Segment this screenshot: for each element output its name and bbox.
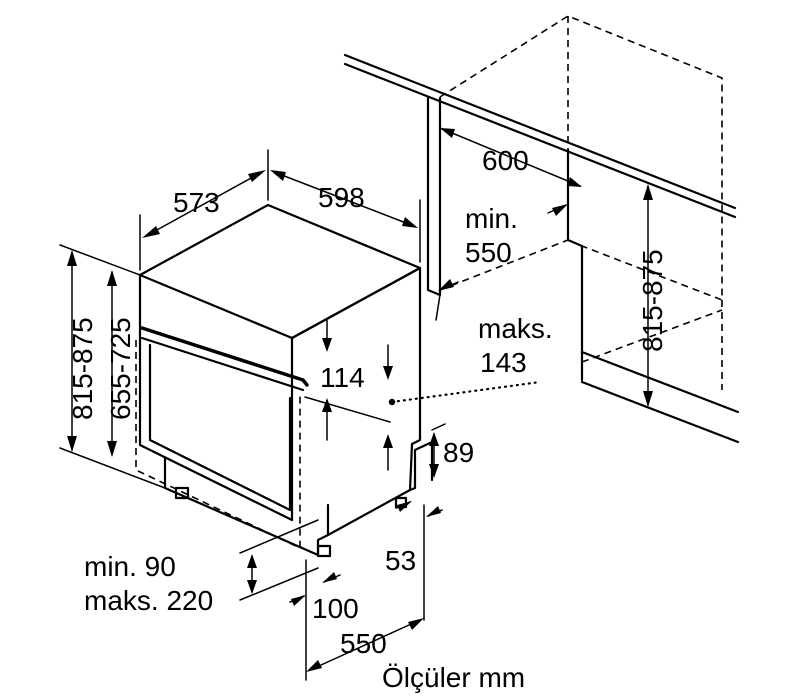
foot-front-right	[316, 544, 332, 558]
dim-600	[439, 127, 581, 187]
kitchen-niche	[343, 15, 740, 444]
arrow-53-left	[397, 501, 412, 512]
arrow-655-bottom	[107, 441, 117, 457]
arrow-89-bottom	[429, 464, 439, 478]
label-decor-max-value: 143	[480, 347, 527, 378]
dim-573	[145, 171, 263, 237]
arrow-100-left	[291, 595, 306, 606]
label-niche-depth-value: 550	[465, 237, 512, 268]
arrow-815-left-bottom	[67, 436, 77, 452]
ext-plinth-top	[239, 519, 319, 554]
niche-back-outline	[439, 15, 723, 302]
ext-815-left-top	[59, 244, 141, 276]
arrow-598-right	[402, 217, 418, 228]
label-height-total: 815-875	[67, 317, 98, 420]
label-plinth-depth: 100	[312, 593, 359, 624]
arrow-600-left	[440, 128, 455, 138]
niche-floor-bottom	[580, 380, 740, 444]
arrow-53-right	[426, 506, 441, 517]
dim-550-bottom	[309, 619, 421, 671]
dimension-lines	[59, 127, 653, 681]
dishwasher-side	[290, 266, 422, 446]
arrow-114-top	[322, 338, 332, 352]
plinth-front	[163, 456, 330, 557]
arrow-plinth-bottom	[247, 580, 257, 594]
label-niche-depth-min: min.	[465, 203, 518, 234]
label-panel-height: 114	[320, 362, 365, 393]
label-height-niche: 815-875	[637, 249, 668, 352]
label-height-body: 655-725	[105, 317, 136, 420]
dim-598	[273, 171, 415, 227]
arrow-100-right	[322, 572, 337, 583]
niche-base-dashed	[439, 239, 569, 291]
arrow-550-bottom-right	[408, 618, 424, 630]
dishwasher-top	[138, 203, 422, 340]
arrow-89-top	[429, 432, 439, 446]
worktop-bottom-edge	[343, 62, 737, 219]
arrow-815-left-top	[67, 250, 77, 266]
label-decor-max: maks.	[478, 313, 553, 344]
arrow-815-right-top	[643, 184, 653, 200]
control-panel-bottom	[140, 336, 305, 392]
worktop-top-edge	[343, 53, 737, 210]
label-depth-bottom: 550	[340, 628, 387, 659]
label-plinth-max: maks. 220	[84, 585, 213, 616]
arrow-573-right	[248, 170, 266, 182]
arrow-600-right	[567, 177, 582, 187]
label-width: 598	[318, 182, 365, 213]
ext-89-top	[431, 423, 446, 431]
label-depth: 573	[173, 187, 220, 218]
label-niche-width: 600	[482, 145, 529, 176]
label-foot-offset: 53	[385, 545, 416, 576]
arrow-114-bottom	[322, 398, 332, 412]
arrow-655-top	[107, 270, 117, 286]
dimension-labels: 573 598 600 min. 550 815-875 655-725 815…	[67, 145, 668, 693]
door-panel	[148, 343, 292, 512]
plinth-side	[326, 442, 414, 537]
arrow-114-right-bottom	[383, 434, 393, 448]
niche-floor-back-dashed	[581, 309, 723, 363]
arrow-598-left	[270, 170, 286, 181]
decor-panel-outline	[135, 340, 301, 550]
arrow-573-left	[142, 226, 160, 238]
foot-front-left	[174, 486, 190, 500]
decor-pointer-dotted	[390, 380, 542, 404]
ext-plinth-bottom	[239, 567, 319, 601]
arrow-815-right-bottom	[643, 391, 653, 407]
left-wall-bottom	[435, 294, 441, 321]
niche-floor-top	[580, 350, 740, 414]
dishwasher-front	[138, 273, 294, 522]
control-panel-top	[140, 326, 309, 387]
dishwasher-body	[135, 203, 542, 558]
side-step	[408, 440, 434, 492]
arrow-550-bottom-left	[306, 660, 322, 672]
decor-pointer-dot	[388, 398, 396, 406]
arrow-plinth-top	[247, 554, 257, 568]
ext-114	[304, 396, 391, 423]
label-units: Ölçüler mm	[382, 662, 525, 693]
right-cabinet-wall	[566, 148, 584, 382]
label-plinth-min: min. 90	[84, 551, 176, 582]
arrow-550-niche-top	[552, 204, 568, 216]
label-foot-height: 89	[443, 437, 474, 468]
arrow-114-right-top	[383, 366, 393, 380]
left-cabinet-wall	[426, 96, 442, 297]
ext-815-left-bottom	[59, 447, 166, 489]
arrow-550-niche-bottom	[438, 279, 454, 291]
